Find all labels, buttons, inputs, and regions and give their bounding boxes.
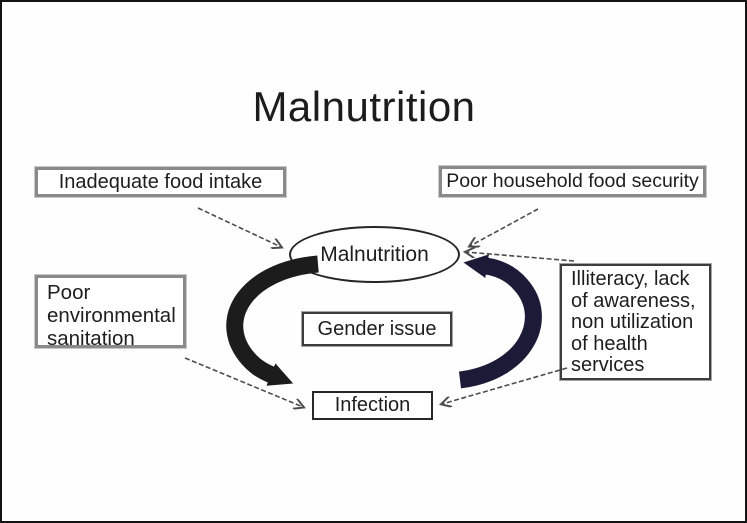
diagram-title: Malnutrition (252, 83, 476, 130)
node-poor-household-food-security: Poor household food security (439, 166, 706, 197)
node-infection: Infection (312, 391, 433, 420)
node-gender-issue: Gender issue (302, 312, 452, 346)
thin-arrow-inadequate-to-malnutrition (197, 207, 281, 247)
thick-arrow-infection-to-malnutrition (458, 254, 542, 389)
node-inadequate-food-intake: Inadequate food intake (35, 167, 286, 197)
node-malnutrition-ellipse: Malnutrition (289, 226, 460, 283)
thin-arrow-illiteracy-to-infection (442, 367, 568, 404)
node-poor-environmental-sanitation: Poor environmental sanitation (35, 275, 186, 350)
thin-arrow-security-to-malnutrition (470, 208, 539, 246)
thin-arrow-illiteracy-to-malnutrition (466, 252, 575, 262)
node-illiteracy-awareness-services: Illiteracy, lack of awareness, non utili… (560, 264, 711, 380)
thin-arrow-sanitation-to-infection (184, 357, 303, 407)
